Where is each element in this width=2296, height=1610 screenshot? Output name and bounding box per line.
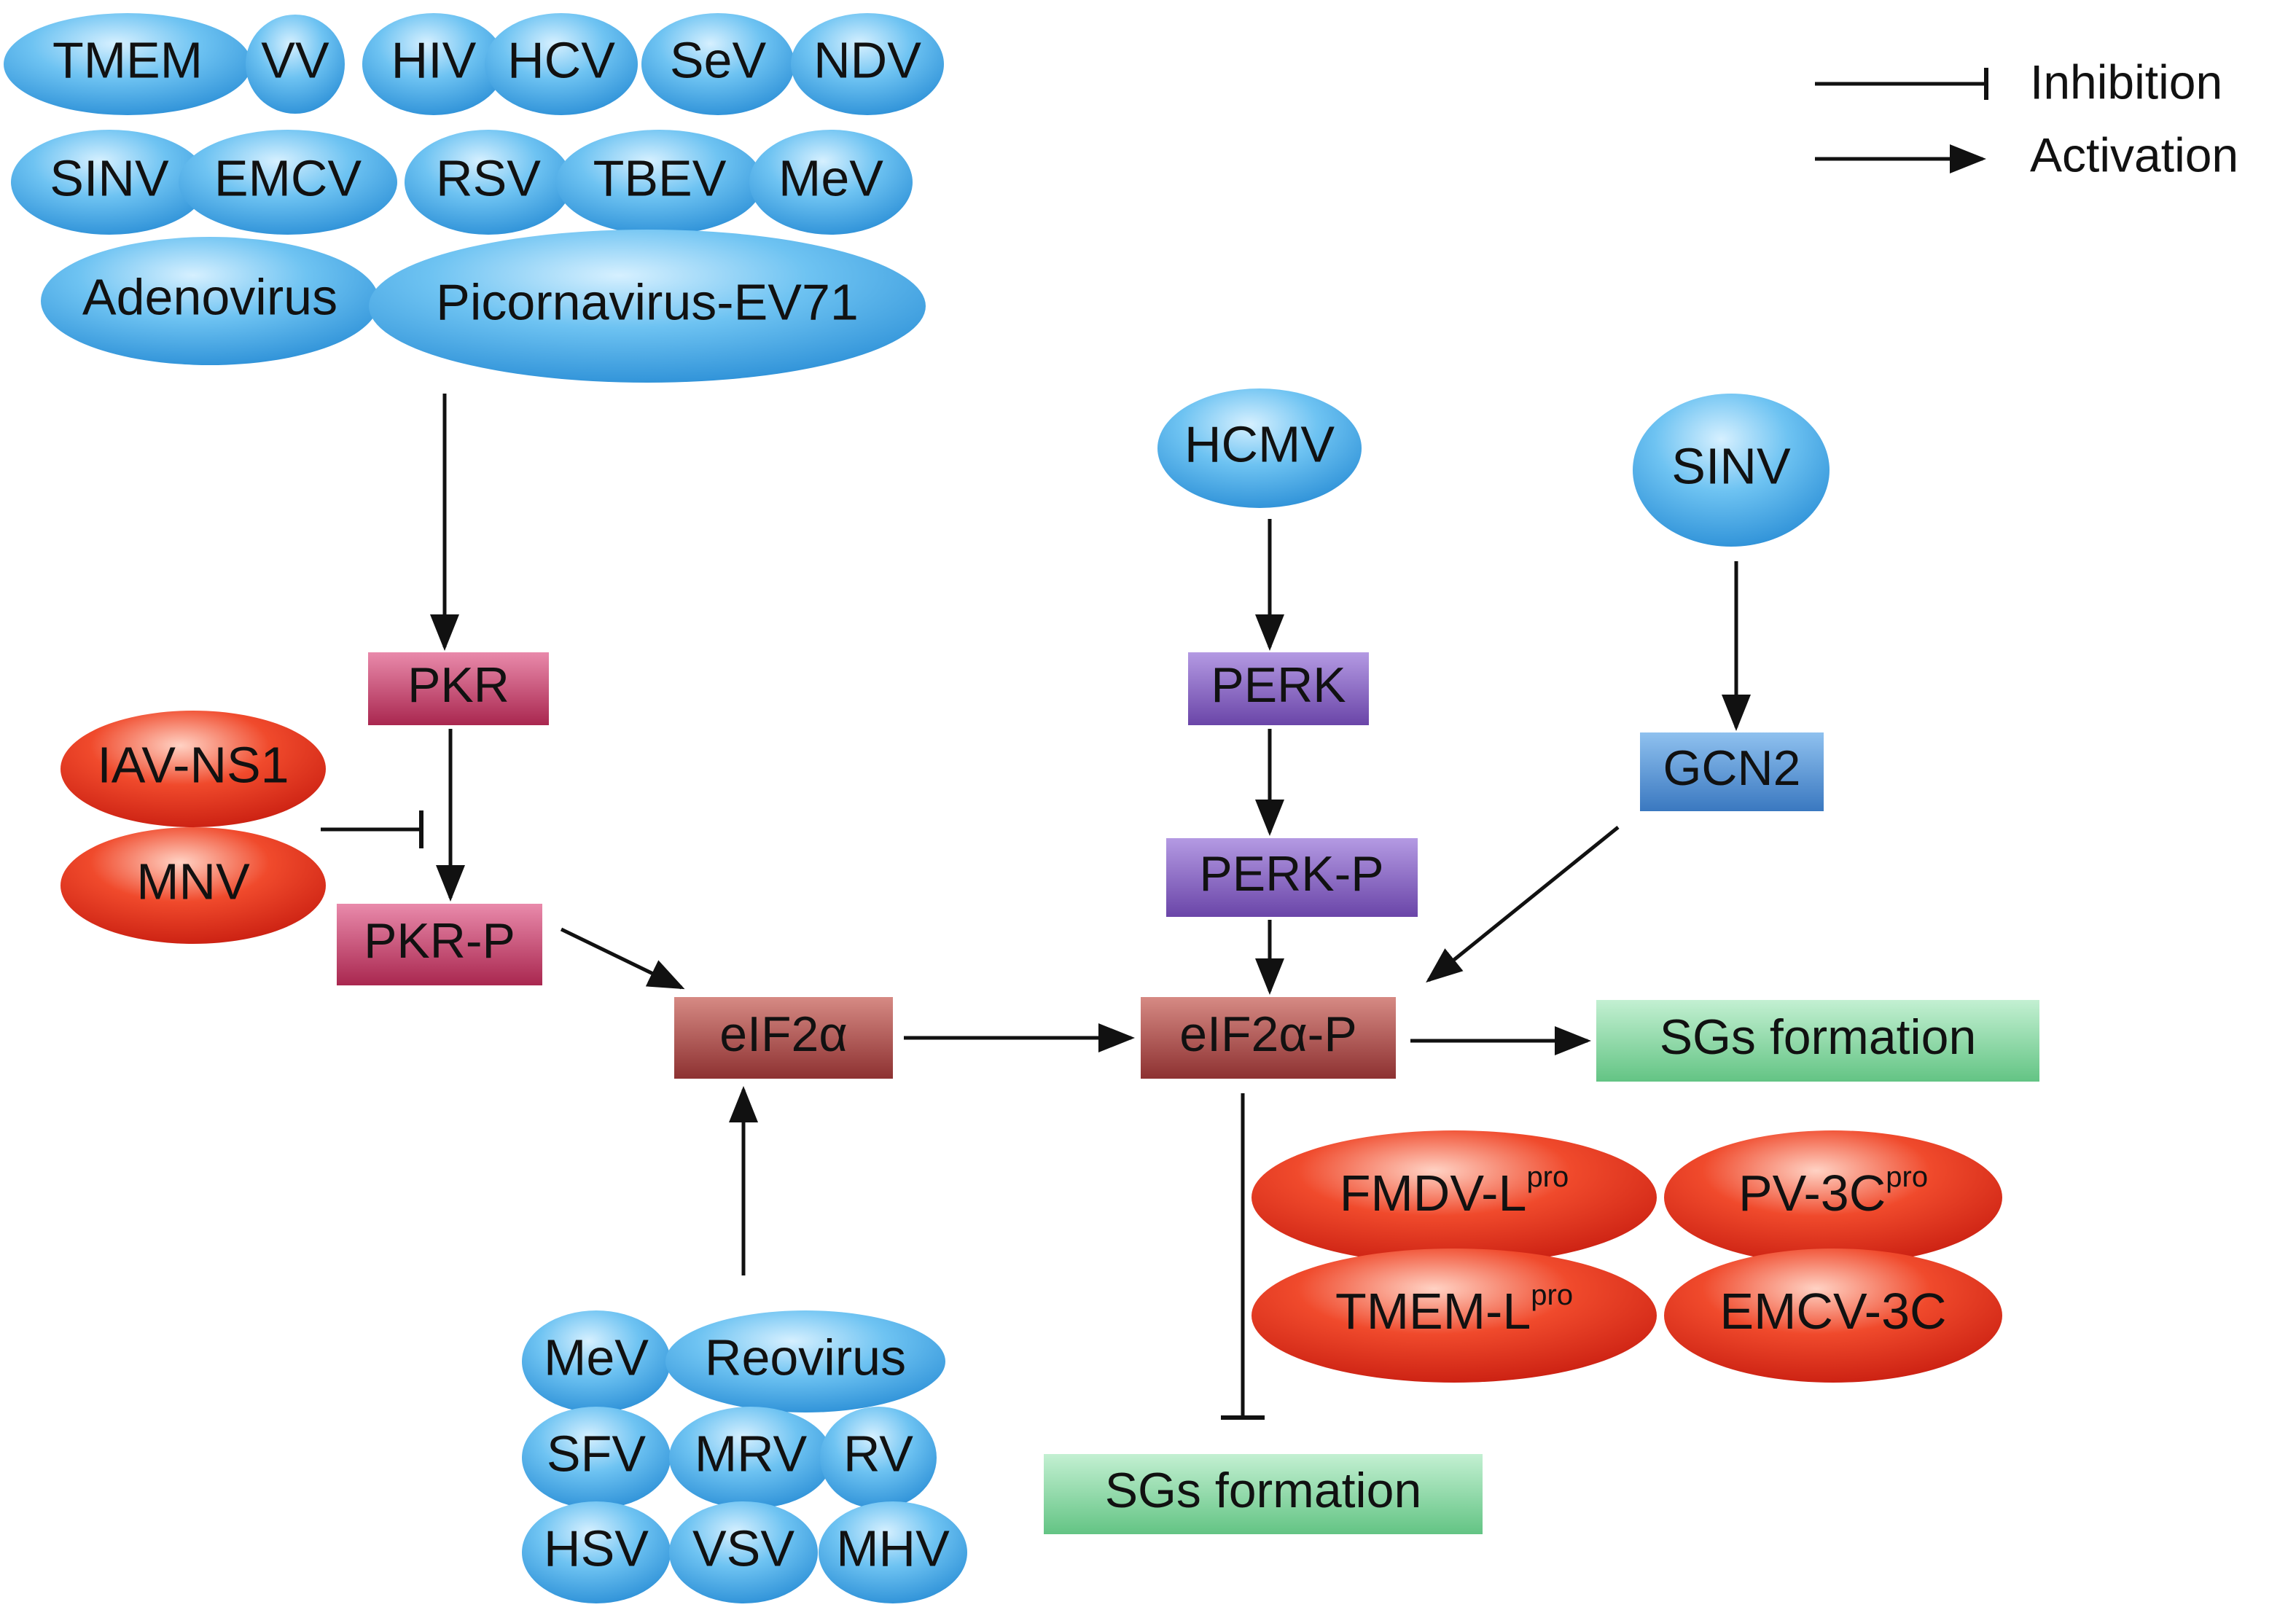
- inhibitor-superscript: pro: [1526, 1161, 1569, 1193]
- inhibitor-oval-pv-3cpro: PV-3Cpro: [1664, 1130, 2002, 1265]
- inhibitor-superscript: pro: [1531, 1279, 1573, 1311]
- svg-text:PERK-P: PERK-P: [1199, 846, 1383, 902]
- node-pkr-p: PKR-P: [337, 904, 542, 985]
- svg-text:MeV: MeV: [544, 1329, 649, 1386]
- virus-oval-sfv: SFV: [522, 1407, 671, 1509]
- inhibitor-oval-emcv-3c: EMCV-3C: [1664, 1248, 2002, 1383]
- virus-oval-rsv: RSV: [405, 130, 572, 235]
- virus-oval-rv: RV: [820, 1407, 937, 1509]
- virus-oval-vsv: VSV: [669, 1501, 818, 1603]
- svg-text:Picornavirus-EV71: Picornavirus-EV71: [436, 273, 859, 330]
- pkr-activator-virus-group: TMEM VV HIV HCV SeV NDV SINV EMCV RSV TB…: [4, 13, 944, 383]
- svg-text:Reovirus: Reovirus: [705, 1329, 906, 1386]
- svg-text:eIF2α: eIF2α: [719, 1007, 847, 1062]
- virus-oval-vv: VV: [246, 15, 345, 114]
- svg-text:SGs formation: SGs formation: [1660, 1009, 1977, 1065]
- svg-text:RV: RV: [843, 1425, 913, 1482]
- svg-text:IAV-NS1: IAV-NS1: [97, 736, 289, 793]
- virus-oval-mev: MeV: [749, 130, 913, 235]
- svg-text:EMCV-3C: EMCV-3C: [1719, 1283, 1946, 1340]
- svg-text:GCN2: GCN2: [1663, 740, 1801, 796]
- node-sg-formation-right: SGs formation: [1596, 1000, 2039, 1082]
- node-pkr: PKR: [368, 652, 549, 725]
- svg-text:HCMV: HCMV: [1184, 415, 1335, 472]
- pathway-edges: [321, 394, 1751, 1420]
- inhibitor-base-label: TMEM-L: [1335, 1283, 1531, 1340]
- virus-oval-hiv: HIV: [362, 13, 505, 115]
- svg-text:MNV: MNV: [136, 853, 250, 910]
- virus-oval-hcv: HCV: [485, 13, 638, 115]
- node-perk: PERK: [1188, 652, 1369, 725]
- svg-text:VV: VV: [261, 31, 329, 88]
- edge-gcn2-to-eif2a-p: [1426, 826, 1620, 983]
- virus-oval-mev-bottom: MeV: [522, 1310, 671, 1412]
- svg-text:TMEM: TMEM: [52, 31, 203, 88]
- svg-text:Adenovirus: Adenovirus: [82, 268, 337, 325]
- svg-text:TMEM-Lpro: TMEM-Lpro: [1335, 1279, 1573, 1340]
- legend-activation-label: Activation: [2030, 128, 2238, 181]
- legend: Inhibition Activation: [1815, 55, 2238, 181]
- svg-text:TBEV: TBEV: [593, 149, 727, 206]
- svg-text:RSV: RSV: [436, 149, 541, 206]
- node-eif2a-p: eIF2α-P: [1141, 997, 1396, 1079]
- virus-oval-emcv: EMCV: [179, 130, 397, 235]
- svg-text:PV-3Cpro: PV-3Cpro: [1738, 1161, 1928, 1222]
- svg-text:SeV: SeV: [670, 31, 767, 88]
- edge-pkr-p-to-eif2a: [560, 927, 685, 990]
- virus-oval-tmem: TMEM: [4, 13, 251, 115]
- virus-oval-adenovirus: Adenovirus: [41, 237, 379, 365]
- inhibitor-oval-fmdv-lpro: FMDV-Lpro: [1252, 1130, 1657, 1265]
- svg-text:EMCV: EMCV: [214, 149, 362, 206]
- svg-text:MHV: MHV: [836, 1520, 950, 1576]
- svg-text:PKR-P: PKR-P: [364, 913, 515, 969]
- pkr-inhibitor-group: IAV-NS1 MNV: [60, 711, 326, 944]
- svg-text:HCV: HCV: [507, 31, 615, 88]
- inhibitor-base-label: FMDV-L: [1340, 1165, 1527, 1222]
- svg-text:SGs formation: SGs formation: [1105, 1463, 1422, 1518]
- virus-oval-mhv: MHV: [819, 1501, 967, 1603]
- svg-text:PERK: PERK: [1211, 657, 1346, 713]
- node-eif2a: eIF2α: [674, 997, 893, 1079]
- svg-text:eIF2α-P: eIF2α-P: [1179, 1007, 1356, 1062]
- inhibitor-superscript: pro: [1886, 1161, 1928, 1193]
- inhibitor-base-label: PV-3C: [1738, 1165, 1886, 1222]
- virus-oval-hsv: HSV: [522, 1501, 671, 1603]
- node-perk-p: PERK-P: [1166, 838, 1418, 917]
- svg-text:NDV: NDV: [813, 31, 921, 88]
- inhibitor-base-label: EMCV-3C: [1719, 1283, 1946, 1340]
- virus-oval-picornavirus-ev71: Picornavirus-EV71: [369, 230, 926, 383]
- node-gcn2: GCN2: [1640, 732, 1824, 811]
- virus-oval-ndv: NDV: [791, 13, 944, 115]
- svg-text:HSV: HSV: [544, 1520, 649, 1576]
- legend-inhibition-label: Inhibition: [2030, 55, 2222, 109]
- svg-text:MRV: MRV: [695, 1425, 808, 1482]
- svg-text:HIV: HIV: [391, 31, 477, 88]
- virus-oval-sev: SeV: [641, 13, 794, 115]
- virus-oval-sinv: SINV: [11, 130, 208, 235]
- svg-text:MeV: MeV: [778, 149, 883, 206]
- svg-text:SINV: SINV: [1671, 437, 1791, 494]
- virus-oval-tbev: TBEV: [556, 130, 763, 235]
- svg-text:FMDV-Lpro: FMDV-Lpro: [1340, 1161, 1569, 1222]
- sg-inhibitor-group: FMDV-Lpro PV-3Cpro TMEM-Lpro EMCV-3C: [1252, 1130, 2002, 1383]
- inhibitor-oval-mnv: MNV: [60, 827, 326, 944]
- virus-oval-reovirus: Reovirus: [665, 1310, 945, 1412]
- inhibitor-oval-tmem-lpro: TMEM-Lpro: [1252, 1248, 1657, 1383]
- inhibitor-oval-iav-ns1: IAV-NS1: [60, 711, 326, 827]
- svg-text:SINV: SINV: [50, 149, 169, 206]
- eif2a-activator-virus-group: MeV Reovirus SFV MRV RV HSV VSV MHV: [522, 1310, 967, 1603]
- virus-oval-mrv: MRV: [669, 1407, 832, 1509]
- svg-text:SFV: SFV: [547, 1425, 646, 1482]
- node-sg-formation-bottom: SGs formation: [1044, 1454, 1483, 1534]
- virus-oval-sinv-gcn2: SINV: [1633, 394, 1830, 547]
- svg-text:VSV: VSV: [692, 1520, 794, 1576]
- svg-text:PKR: PKR: [407, 657, 509, 713]
- virus-oval-hcmv: HCMV: [1157, 388, 1362, 508]
